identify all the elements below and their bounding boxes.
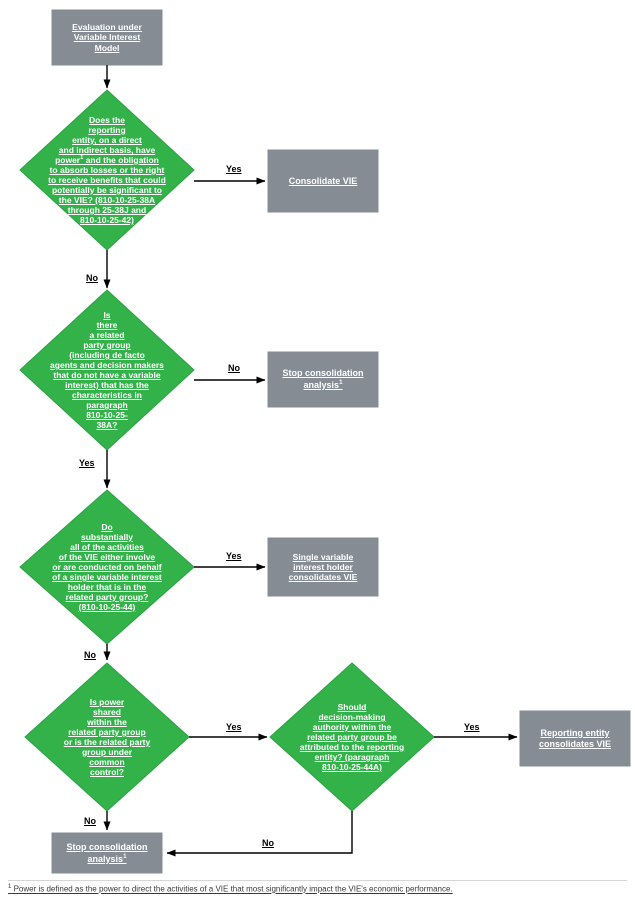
process-node-b4 [519, 710, 631, 767]
edge-label-e-d2-d3: Yes [79, 458, 95, 468]
decision-node-d5 [269, 662, 435, 812]
edge-label-e-d3-b3: Yes [226, 551, 242, 561]
edge-label-e-d3-d4: No [84, 650, 96, 660]
edge-label-e-d1-d2: No [86, 273, 98, 283]
edge-lines-layer [103, 65, 518, 857]
decision-node-d2 [19, 289, 195, 451]
edge-label-e-d1-b1: Yes [226, 164, 242, 174]
edge-label-e-d4-d5: Yes [226, 722, 242, 732]
process-node-b2 [267, 351, 379, 408]
node-shapes-layer [19, 9, 631, 874]
decision-node-d4 [24, 662, 190, 812]
process-node-b1 [267, 149, 379, 213]
footnote-marker: 1 [8, 884, 12, 890]
process-node-start [51, 9, 163, 66]
edge-e-d5-b5 [166, 811, 353, 857]
footnote-text: Power is defined as the power to direct … [11, 884, 453, 894]
decision-node-d1 [19, 89, 195, 251]
footnote-divider [8, 880, 627, 881]
process-node-b3 [267, 537, 379, 597]
edge-label-e-d5-b5: No [262, 838, 274, 848]
edge-label-e-d4-b5: No [84, 816, 96, 826]
edge-label-e-d2-b2: No [228, 363, 240, 373]
process-node-b5 [51, 832, 163, 874]
edge-label-e-d5-b4: Yes [464, 722, 480, 732]
footnote: 1 Power is defined as the power to direc… [8, 884, 628, 894]
decision-node-d3 [19, 489, 195, 645]
